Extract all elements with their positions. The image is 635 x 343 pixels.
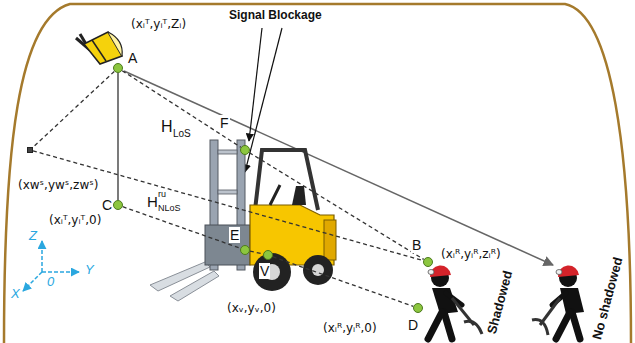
signal-path <box>273 257 414 307</box>
wheel <box>303 255 333 285</box>
axis-label: Z <box>28 229 38 244</box>
status-label: No shadowed <box>590 255 626 341</box>
wheel <box>253 253 291 291</box>
point-label: B <box>411 237 422 253</box>
x-axis <box>23 272 42 291</box>
point-label: A <box>127 50 138 66</box>
counterweight <box>324 220 336 260</box>
pickaxe-head <box>464 321 482 334</box>
carriage <box>205 225 250 265</box>
pickaxe-head <box>532 320 548 335</box>
point-c: C <box>113 200 123 210</box>
channel-subscript: LoS <box>172 128 192 140</box>
wall-point: (xwˢ,ywˢ,zwˢ) <box>27 147 33 153</box>
point-v: V <box>263 250 273 260</box>
point-label: C <box>101 197 113 213</box>
coordinate-label: (xᵢᴿ,yᵢᴿ,zᵢᴿ) <box>440 248 502 262</box>
status-label: Shadowed <box>484 269 515 336</box>
mast-bar <box>218 150 237 154</box>
signal-path <box>117 73 118 200</box>
seat <box>292 186 306 205</box>
direct-ray <box>124 71 553 265</box>
y-axis <box>42 271 79 273</box>
worker-leg <box>428 312 442 339</box>
helmet-lamp <box>428 270 434 275</box>
coordinate-label: (xᵢᴿ,yᵢᴿ,0) <box>322 322 378 336</box>
point-b: B <box>423 257 433 267</box>
z-axis <box>41 241 43 272</box>
coordinate-label: (xᵢᵀ,yᵢᵀ,Zᵢ) <box>130 18 187 32</box>
point-label: D <box>407 317 419 333</box>
annotation: Signal Blockage <box>228 9 323 23</box>
worker-leg <box>572 312 580 339</box>
axis-label: 0 <box>46 275 55 290</box>
signal-path <box>33 151 423 261</box>
steering <box>270 185 280 205</box>
point-a: A <box>113 63 123 73</box>
signal-path <box>249 153 423 260</box>
channel-subscript: NLoS <box>157 203 182 213</box>
point-f: F <box>240 145 250 155</box>
fork <box>170 271 219 301</box>
signal-path <box>250 251 263 254</box>
tunnel-outline <box>4 4 631 343</box>
helmet-lamp <box>556 270 562 275</box>
point-d: D <box>413 303 423 313</box>
lamp-stripe <box>92 40 106 61</box>
lamp-bracket <box>80 34 86 44</box>
point-label: (xwˢ,ywˢ,zwˢ) <box>17 179 99 193</box>
point-label: F <box>219 115 230 131</box>
coordinate-label: (xᵥ,yᵥ,0) <box>226 302 277 316</box>
coordinate-label: (xᵢᵀ,yᵢᵀ,0) <box>48 214 102 228</box>
axis-label: X <box>10 287 21 302</box>
axis-label: Y <box>84 263 95 278</box>
worker-leg <box>444 312 452 339</box>
blockage-pointer <box>249 28 262 141</box>
lamp-lens <box>108 32 122 56</box>
mast-bar <box>218 190 237 194</box>
overhead-guard <box>255 150 318 210</box>
signal-path <box>122 71 241 148</box>
worker-leg <box>556 312 570 339</box>
lamp-body <box>84 32 122 64</box>
signal-path <box>32 71 114 148</box>
point-label: E <box>229 227 240 243</box>
point-label: V <box>259 263 270 279</box>
channel-superscript: ru <box>157 189 167 199</box>
point-e: E <box>240 245 250 255</box>
